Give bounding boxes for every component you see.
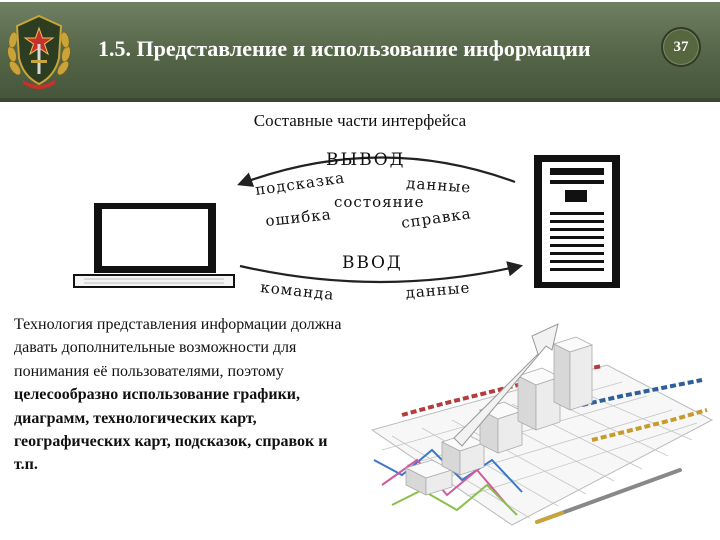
body-bold-text: целесообразно использование графики, диа… — [14, 386, 328, 474]
computer-monitor-icon — [73, 203, 235, 288]
header: 1.5. Представление и использование инфор… — [0, 0, 720, 102]
3d-chart-illustration — [370, 323, 714, 526]
diagram-caption: Составные части интерфейса — [253, 111, 467, 130]
output-item-data: данные — [406, 174, 472, 196]
slide-title: 1.5. Представление и использование инфор… — [98, 36, 591, 61]
page-number-badge: 37 — [661, 27, 701, 67]
output-label: ВЫВОД — [326, 150, 405, 170]
military-emblem-icon — [7, 14, 71, 89]
body-paragraph: Технология представления информации долж… — [14, 313, 354, 477]
input-item-data: данные — [405, 278, 471, 302]
output-item-error: ошибка — [265, 205, 333, 230]
output-item-state: состояние — [334, 193, 425, 211]
interface-diagram: ВЫВОД подсказка данные состояние ошибка … — [73, 150, 620, 304]
header-bar — [0, 2, 720, 102]
output-item-hint: подсказка — [254, 169, 346, 199]
output-arrow — [237, 156, 516, 187]
input-label: ВВОД — [342, 253, 403, 273]
input-arrow — [239, 261, 524, 284]
body-plain-text: Технология представления информации долж… — [14, 316, 342, 380]
server-tower-icon — [534, 155, 620, 288]
input-item-command: команда — [260, 278, 336, 304]
